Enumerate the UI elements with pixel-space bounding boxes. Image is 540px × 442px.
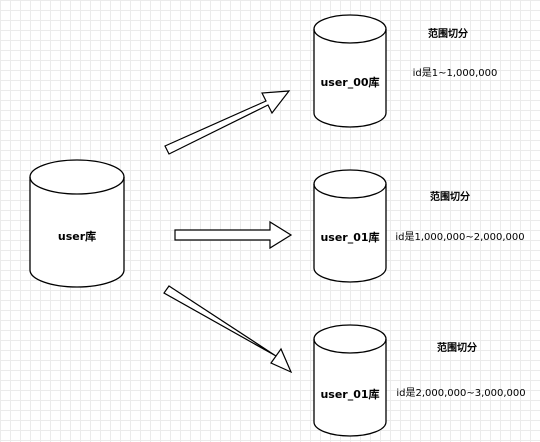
source-db-cylinder-icon [29,159,125,288]
shard-1-cylinder-rim [313,183,387,199]
arrow-to-shard-0 [164,90,291,155]
shard-0-cylinder-icon [313,14,387,128]
source-db[interactable]: user库 [29,159,125,288]
shard-1-split-label: 范围切分 [430,190,470,203]
shard-1-label: user_01库 [320,230,379,244]
shard-0-split-label: 范围切分 [428,27,468,40]
shard-0-cylinder-rim [313,28,387,44]
shard-db-0[interactable]: user_00库 [313,14,387,128]
source-db-label: user库 [58,229,96,243]
shard-1-cylinder-icon [313,169,387,283]
shard-2-label: user_01库 [320,387,379,401]
shard-0-label: user_00库 [320,75,379,89]
shard-1-range: id是1,000,000~2,000,000 [395,231,524,243]
shard-2-cylinder-rim [313,338,387,354]
shard-0-range: id是1~1,000,000 [413,67,498,79]
arrow-to-shard-2 [163,285,293,374]
source-db-cylinder-rim [29,176,125,195]
shard-2-split-label: 范围切分 [437,341,477,354]
shard-db-2[interactable]: user_01库 [313,324,387,437]
shard-2-cylinder-icon [313,324,387,437]
shard-2-range: id是2,000,000~3,000,000 [396,387,525,399]
shard-db-1[interactable]: user_01库 [313,169,387,283]
arrow-to-shard-1 [174,220,293,250]
